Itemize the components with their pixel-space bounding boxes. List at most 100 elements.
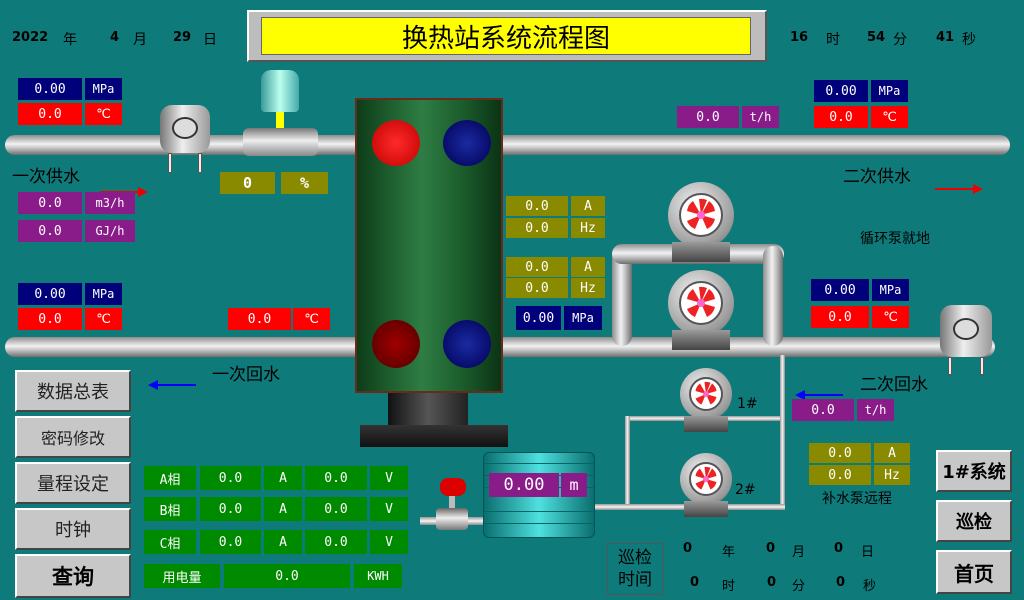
primary-return-temp: 0.0: [18, 308, 82, 330]
phase-b-label: B相: [144, 497, 196, 521]
makeup-pump-mode: 补水泵远程: [822, 491, 892, 507]
energy-value: 0.0: [224, 564, 350, 588]
diff-pressure-value: 0.00: [516, 306, 561, 330]
secondary-return-pressure-unit: MPa: [872, 279, 909, 301]
inspection-button[interactable]: 巡检: [936, 500, 1012, 542]
inspection-second: 0: [836, 575, 846, 590]
home-button[interactable]: 首页: [936, 550, 1012, 594]
valve-open-unit: %: [281, 172, 328, 194]
makeup-valve-icon[interactable]: [430, 478, 470, 530]
phase-b-voltage-unit: V: [370, 497, 408, 521]
phase-b-current-unit: A: [264, 497, 302, 521]
primary-heat-unit: GJ/h: [85, 220, 135, 242]
secondary-supply-flow-unit: t/h: [742, 106, 779, 128]
circ-pump-mode: 循环泵就地: [860, 231, 930, 247]
primary-supply-temp-unit: ℃: [85, 103, 122, 125]
makeup-pump-current-unit: A: [874, 443, 910, 463]
primary-return-temp-unit: ℃: [85, 308, 122, 330]
primary-return-label: 一次回水: [212, 365, 280, 385]
makeup-pump-freq-unit: Hz: [874, 465, 910, 485]
circ-pump-1-icon[interactable]: [668, 182, 734, 270]
hx-port-primary-out: [372, 320, 420, 368]
primary-return-temp2: 0.0: [228, 308, 291, 330]
inspection-label-line2: 时间: [618, 570, 652, 590]
primary-filter-icon: [160, 100, 210, 173]
secondary-return-label: 二次回水: [860, 375, 928, 395]
circ-pump-2-freq-unit: Hz: [571, 278, 605, 298]
primary-return-pressure: 0.00: [18, 283, 82, 305]
secondary-supply-label: 二次供水: [843, 167, 911, 187]
phase-a-current-unit: A: [264, 466, 302, 490]
heat-exchanger-base: [360, 425, 508, 447]
energy-label: 用电量: [144, 564, 220, 588]
menu-range-setting-button[interactable]: 量程设定: [15, 462, 131, 504]
circ-pump-2-current: 0.0: [506, 257, 568, 277]
phase-c-label: C相: [144, 530, 196, 554]
inspection-label-line1: 巡检: [618, 548, 652, 568]
makeup-pump-freq: 0.0: [809, 465, 871, 485]
primary-return-temp2-unit: ℃: [293, 308, 330, 330]
secondary-supply-pressure: 0.00: [814, 80, 868, 102]
circ-pump-1-freq: 0.0: [506, 218, 568, 238]
inspection-hour-unit: 时: [722, 579, 736, 594]
tank-level-unit: m: [561, 473, 587, 497]
inspection-second-unit: 秒: [863, 579, 877, 594]
secondary-supply-temp: 0.0: [814, 106, 868, 128]
secondary-supply-flow: 0.0: [677, 106, 739, 128]
primary-return-pressure-unit: MPa: [85, 283, 122, 305]
date-day: 29: [173, 30, 192, 45]
primary-supply-temp: 0.0: [18, 103, 82, 125]
date-day-unit: 日: [203, 32, 217, 48]
menu-clock-button[interactable]: 时钟: [15, 508, 131, 550]
circ-loop-right: [763, 246, 783, 346]
primary-return-arrow-icon: [148, 375, 198, 394]
secondary-supply-pipe: [470, 135, 1010, 155]
makeup-pump-2-label: 2#: [735, 482, 756, 498]
primary-supply-pressure: 0.00: [18, 78, 82, 100]
inspection-year-unit: 年: [722, 545, 736, 560]
time-minute-unit: 分: [893, 32, 907, 48]
primary-return-pipe: [5, 337, 395, 357]
phase-a-voltage-unit: V: [370, 466, 408, 490]
makeup-pump-1-icon[interactable]: [680, 368, 732, 436]
secondary-return-temp-unit: ℃: [872, 306, 909, 328]
date-year-unit: 年: [63, 32, 77, 48]
circ-pump-2-icon[interactable]: [668, 270, 734, 358]
menu-query-button[interactable]: 查询: [15, 554, 131, 598]
primary-supply-pressure-unit: MPa: [85, 78, 122, 100]
secondary-supply-arrow-icon: [935, 179, 985, 198]
phase-c-voltage: 0.0: [305, 530, 367, 554]
inspection-minute-unit: 分: [792, 579, 806, 594]
menu-password-button[interactable]: 密码修改: [15, 416, 131, 458]
phase-c-voltage-unit: V: [370, 530, 408, 554]
control-valve-icon[interactable]: [243, 70, 318, 165]
phase-a-current: 0.0: [200, 466, 261, 490]
secondary-return-flow-unit: t/h: [857, 399, 894, 421]
inspection-month: 0: [766, 541, 776, 556]
system-1-button[interactable]: 1#系统: [936, 450, 1012, 492]
diff-pressure-unit: MPa: [564, 306, 602, 330]
phase-a-label: A相: [144, 466, 196, 490]
title-frame: 换热站系统流程图: [247, 10, 767, 62]
inspection-minute: 0: [767, 575, 777, 590]
secondary-return-flow: 0.0: [792, 399, 854, 421]
circ-pump-1-freq-unit: Hz: [571, 218, 605, 238]
primary-supply-label: 一次供水: [12, 167, 80, 187]
makeup-pump-2-icon[interactable]: [680, 453, 732, 521]
secondary-return-arrow-icon: [795, 385, 845, 404]
inspection-time-label: 巡检 时间: [607, 543, 663, 595]
circ-loop-left: [612, 246, 632, 346]
tank-level-value: 0.00: [489, 473, 559, 497]
secondary-supply-temp-unit: ℃: [871, 106, 908, 128]
time-second-unit: 秒: [962, 32, 976, 48]
inspection-day: 0: [834, 541, 844, 556]
phase-a-voltage: 0.0: [305, 466, 367, 490]
primary-flow-unit: m3/h: [85, 192, 135, 214]
time-second: 41: [936, 30, 955, 45]
secondary-filter-icon: [940, 305, 992, 375]
inspection-hour: 0: [690, 575, 700, 590]
menu-data-summary-button[interactable]: 数据总表: [15, 370, 131, 412]
primary-flow-value: 0.0: [18, 192, 82, 214]
phase-b-voltage: 0.0: [305, 497, 367, 521]
energy-unit: KWH: [354, 564, 402, 588]
